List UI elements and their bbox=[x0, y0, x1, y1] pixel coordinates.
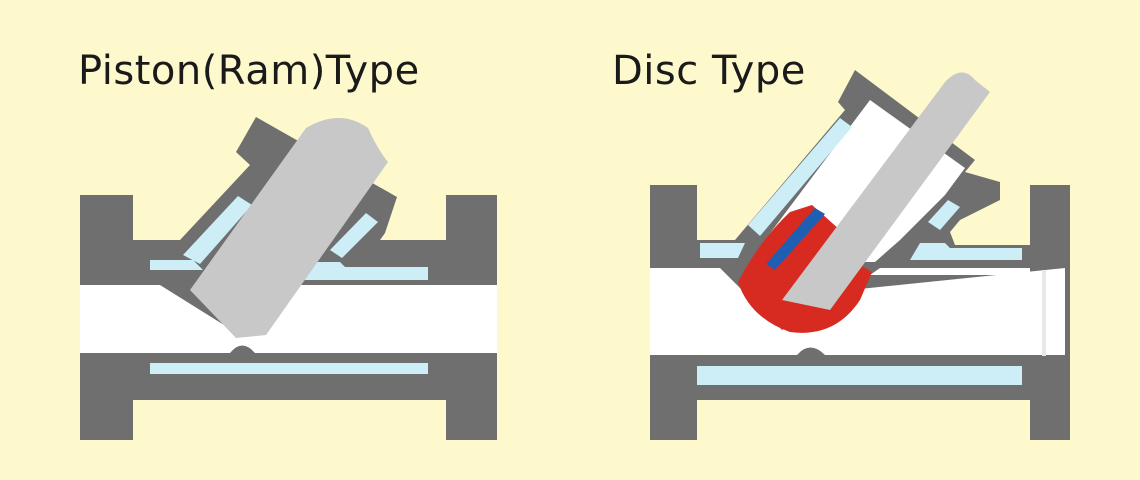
disc-valve-bonnet-cavity-left bbox=[748, 118, 852, 236]
piston-valve-upper-left-cavity bbox=[150, 260, 203, 270]
piston-ram-valve bbox=[80, 117, 497, 440]
piston-valve-bonnet-cavity-left bbox=[183, 196, 252, 264]
disc-valve-bonnet-cavity-right bbox=[928, 200, 960, 230]
disc-valve-upper-left-cavity bbox=[700, 243, 745, 258]
disc-valve-flange-face bbox=[1042, 270, 1046, 356]
piston-valve-bore bbox=[80, 285, 497, 353]
disc-valve-lower-cavity bbox=[697, 366, 1022, 385]
disc-valve-bore bbox=[650, 268, 1065, 355]
disc-seal bbox=[738, 205, 872, 333]
disc-valve bbox=[650, 70, 1070, 440]
piston-valve-upper-right-cavity bbox=[300, 262, 428, 280]
piston-valve-bonnet-cavity-right bbox=[330, 213, 378, 258]
piston-ram-type-title: Piston(Ram)Type bbox=[78, 48, 420, 94]
disc-valve-stem bbox=[782, 72, 990, 311]
disc-type-title: Disc Type bbox=[612, 48, 806, 94]
disc-valve-upper-passage bbox=[870, 268, 1030, 275]
disc-blue-insert-left bbox=[766, 208, 825, 270]
piston-ram-stem bbox=[190, 118, 388, 338]
piston-valve-lower-cavity bbox=[150, 363, 428, 374]
disc-valve-upper-right-cavity bbox=[910, 243, 1022, 260]
